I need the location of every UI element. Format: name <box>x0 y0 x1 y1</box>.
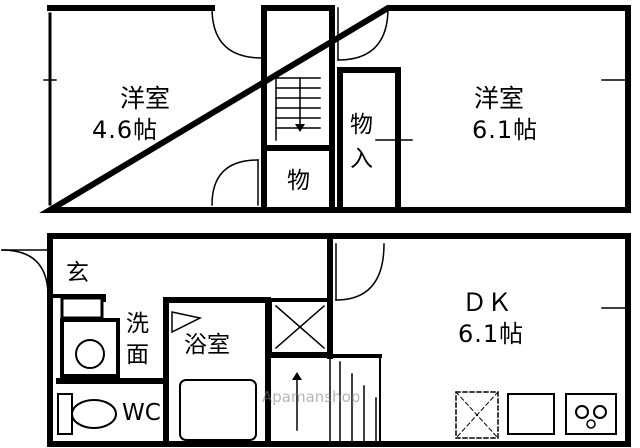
toilet-label: WC <box>122 400 161 426</box>
closet-small-label: 物 <box>287 168 310 194</box>
fridge-space <box>455 391 499 439</box>
room-western-right-size: 6.1帖 <box>472 116 539 144</box>
upper-stair-steps <box>275 77 321 141</box>
lower-outer-wall <box>47 233 631 447</box>
door-swing-upper-right <box>337 7 389 61</box>
door-swing-dk <box>335 243 385 301</box>
stair-up-arrow <box>292 372 302 380</box>
upper-floor <box>39 5 631 213</box>
sink-cabinet <box>60 318 120 378</box>
lower-floor <box>1 233 631 447</box>
washroom-label-1: 洗 <box>126 311 149 337</box>
bathroom-label: 浴室 <box>184 332 230 358</box>
small-closet-wall <box>261 145 335 213</box>
room-dk-name: ＤＫ <box>462 288 513 317</box>
bathroom-wall <box>163 297 271 447</box>
shoe-box <box>60 296 104 320</box>
closet-upper-label-1: 物 <box>350 112 373 138</box>
bathtub <box>179 379 257 441</box>
toilet-fixture <box>57 393 117 435</box>
room-western-right-name: 洋室 <box>474 84 525 113</box>
watermark: Apamanshop <box>262 388 361 406</box>
stove <box>565 393 617 435</box>
kitchen-sink <box>507 393 555 435</box>
door-swing-upper-left <box>211 7 263 59</box>
sink-basin <box>75 339 105 369</box>
entrance-label: 玄 <box>66 260 89 286</box>
closet-upper-label-2: 入 <box>350 146 373 172</box>
stair-down-arrow <box>295 124 305 132</box>
door-swing-closet <box>211 159 259 206</box>
door-swing-entrance <box>1 249 49 297</box>
bath-door-swing <box>171 311 203 334</box>
lower-stair <box>266 354 382 445</box>
room-western-left-name: 洋室 <box>120 84 171 113</box>
washroom-label-2: 面 <box>126 342 149 368</box>
room-western-left-size: 4.6帖 <box>92 116 159 144</box>
room-dk-size: 6.1帖 <box>458 320 525 348</box>
entrance-wall <box>48 294 106 302</box>
